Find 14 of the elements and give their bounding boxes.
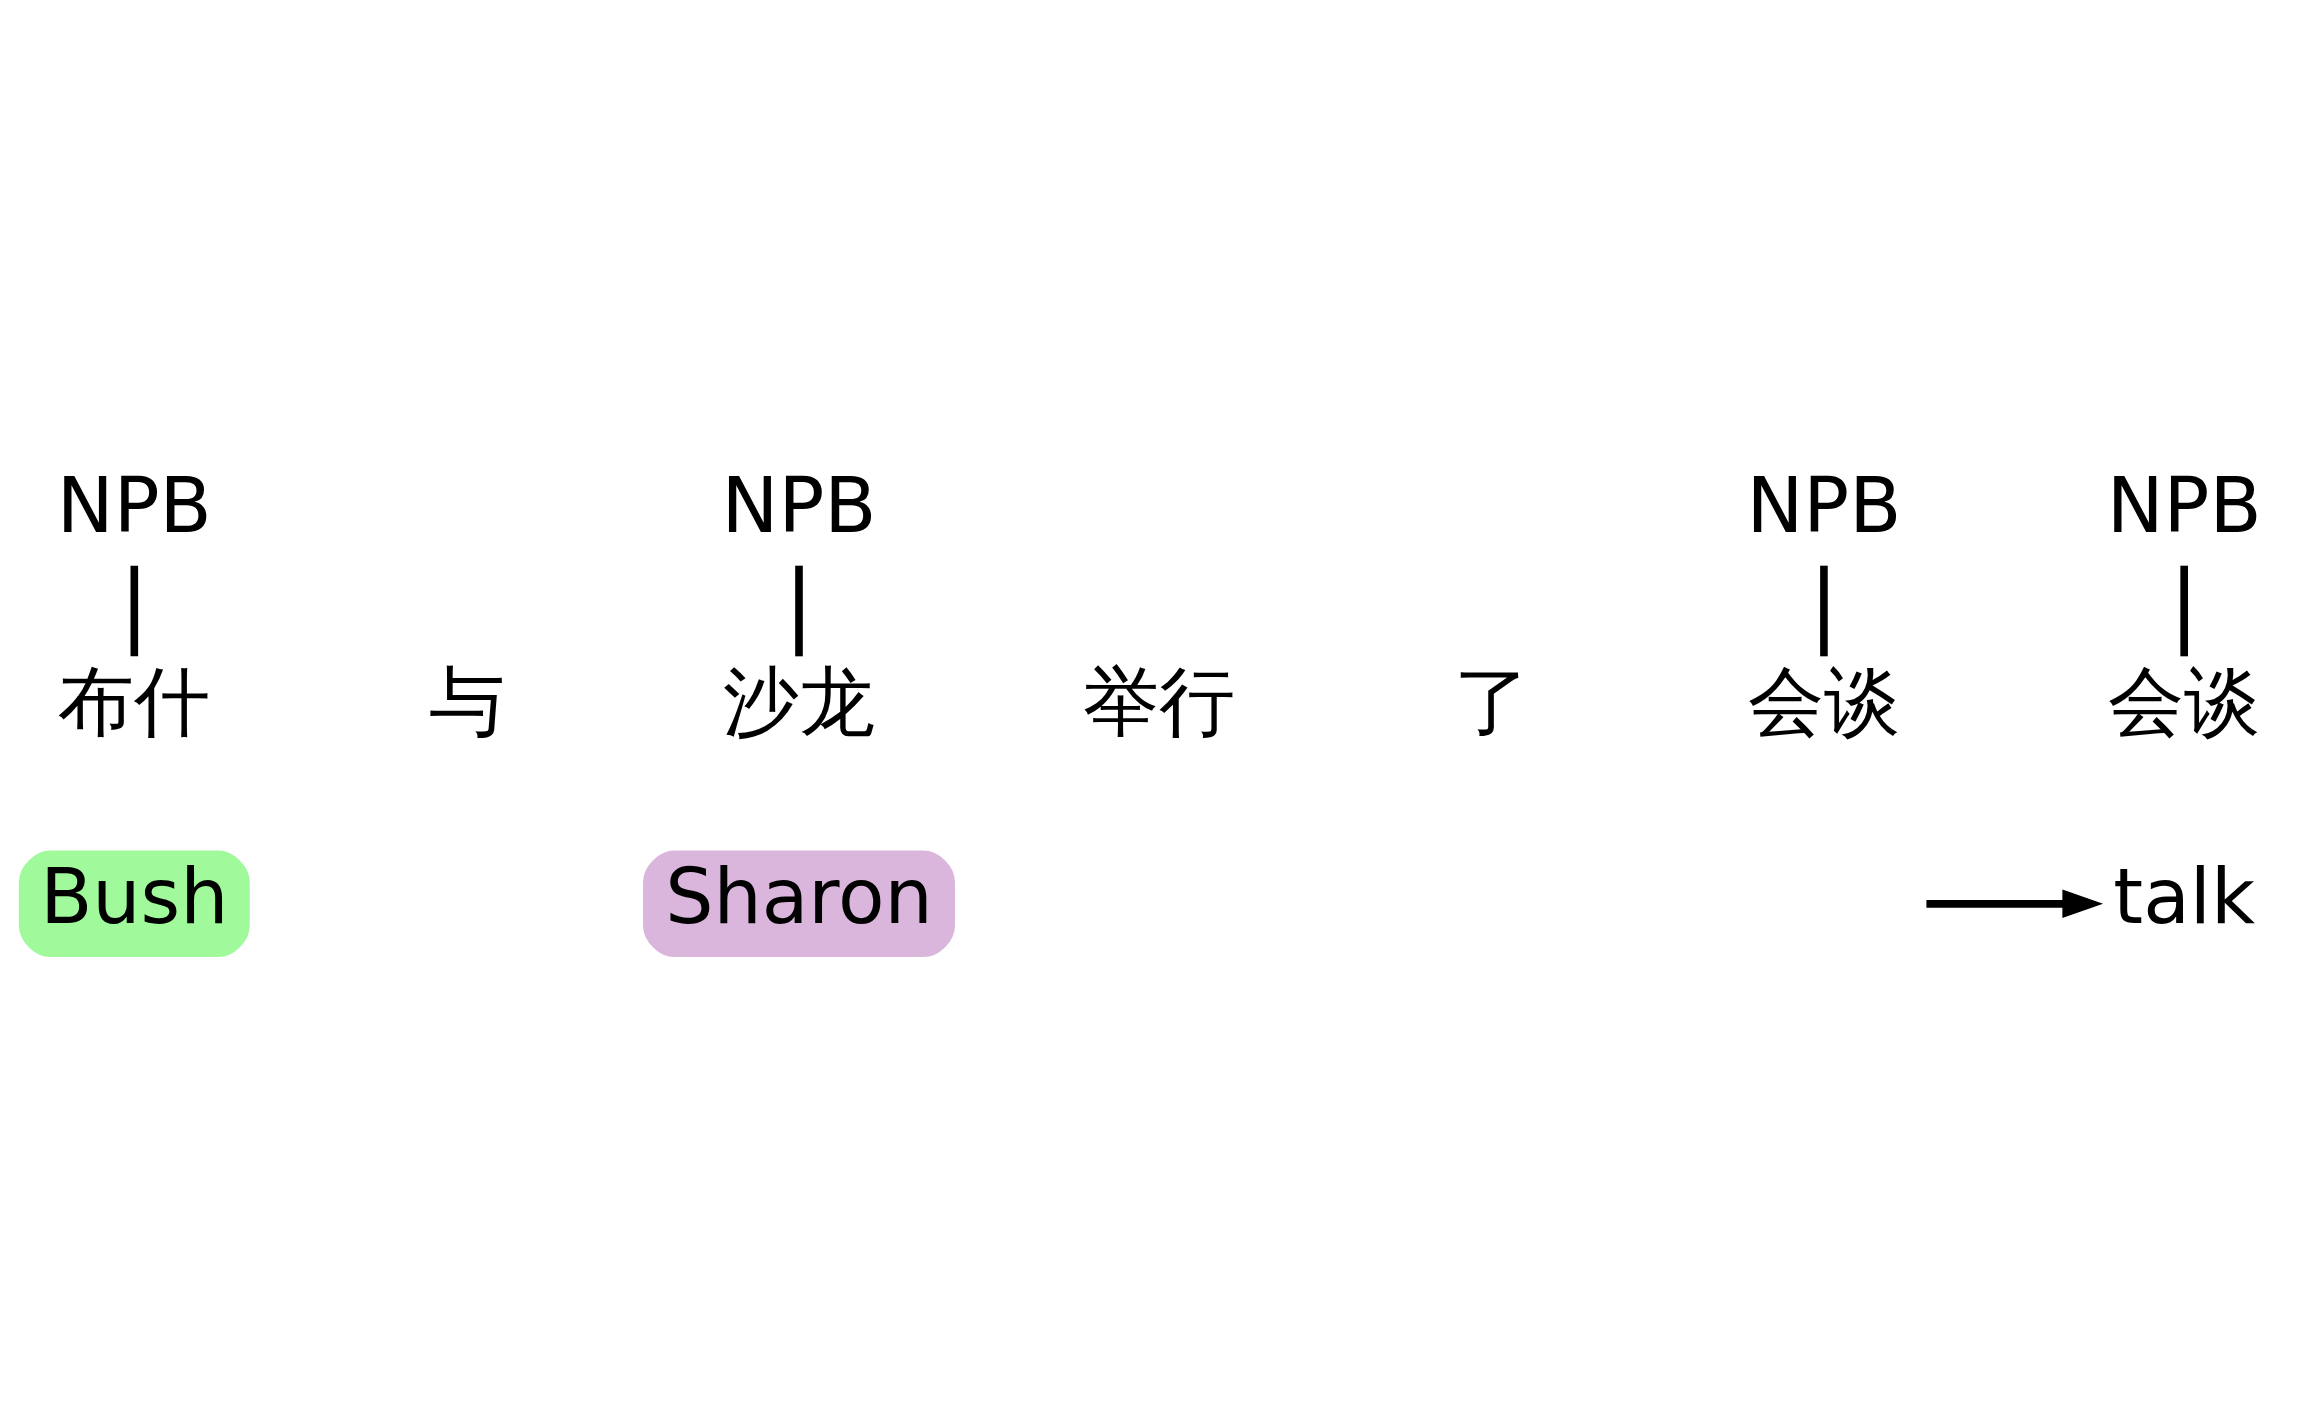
node-text: 沙龙 — [723, 656, 875, 746]
label: 举行 — [1083, 656, 1236, 746]
node-text: 布什 — [58, 656, 211, 746]
node-text: NPB — [1746, 460, 1902, 550]
node-text: NPB — [56, 460, 212, 550]
node-box: Bush — [18, 850, 250, 957]
label: 与 — [428, 656, 505, 746]
node-text: NPB — [2106, 460, 2262, 550]
node-text: talk — [2113, 851, 2256, 941]
node-text: NPB — [721, 460, 877, 550]
node-text: 会谈 — [1747, 656, 1900, 746]
node-text: 会谈 — [2108, 656, 2261, 746]
label: 了 — [1453, 656, 1530, 746]
node-box: Sharon — [643, 850, 955, 957]
